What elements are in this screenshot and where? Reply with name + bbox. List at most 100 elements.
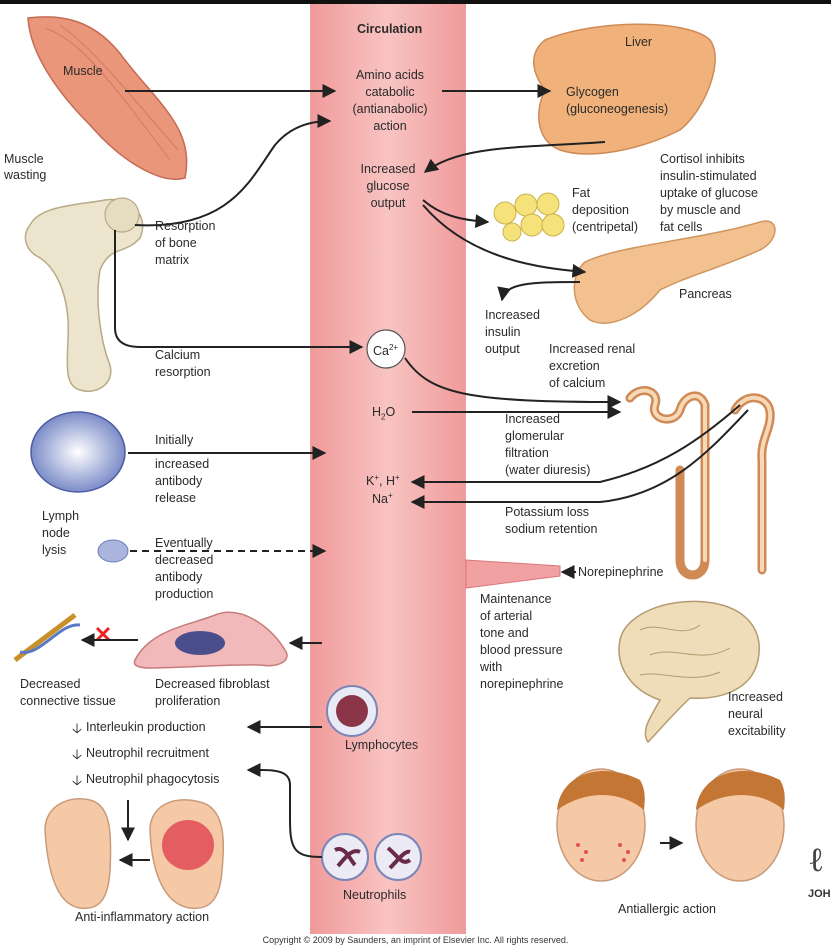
arrow-kidney-to-kh bbox=[410, 404, 741, 489]
liver-label: Liver bbox=[625, 35, 653, 49]
artist-initials: JOH bbox=[808, 888, 831, 900]
connective-tissue-illustration bbox=[13, 612, 81, 663]
arrow-glucose-to-fat bbox=[422, 199, 490, 229]
eventually-label-1: Eventually bbox=[155, 536, 213, 550]
arrow-bone-to-amino bbox=[134, 114, 332, 227]
artist-signature-icon: ℓ bbox=[808, 840, 825, 880]
fat-label-2: deposition bbox=[572, 203, 629, 217]
glomerular-label-2: glomerular bbox=[505, 429, 565, 443]
calcium-resorption-label-2: resorption bbox=[155, 365, 211, 379]
calcium-resorption-label-1: Calcium bbox=[155, 348, 201, 362]
nephron-illustration bbox=[625, 386, 775, 580]
arrow-glucose-to-pancreas bbox=[422, 204, 587, 278]
arrow-calcium-to-kidney bbox=[404, 357, 622, 409]
renal-label-1: Increased renal bbox=[549, 342, 636, 356]
neural-label-2: neural bbox=[728, 707, 763, 721]
glucose-label-2: glucose bbox=[366, 179, 410, 193]
fibroblast-label-1: Decreased fibroblast bbox=[155, 677, 270, 691]
fat-label-3: (centripetal) bbox=[572, 220, 638, 234]
lymph-label-2: node bbox=[42, 526, 70, 540]
finger-inflamed-illustration bbox=[149, 799, 225, 910]
renal-label-2: excretion bbox=[549, 359, 600, 373]
artery-branch bbox=[465, 559, 561, 589]
eventually-label-3: antibody bbox=[155, 570, 203, 584]
neutrophil-recruitment-label: Neutrophil recruitment bbox=[86, 746, 209, 760]
finger-normal-illustration bbox=[44, 798, 112, 910]
glomerular-label-1: Increased bbox=[505, 412, 560, 426]
neural-label-1: Increased bbox=[728, 690, 783, 704]
sodium-label: Na+ bbox=[372, 490, 393, 506]
eventually-label-4: production bbox=[155, 587, 214, 601]
neural-label-3: excitability bbox=[728, 724, 786, 738]
insulin-label-1: Increased bbox=[485, 308, 540, 322]
glycogen-label-1: Glycogen bbox=[566, 85, 619, 99]
cortisol-label-4: by muscle and bbox=[660, 203, 741, 217]
renal-label-3: of calcium bbox=[549, 376, 606, 390]
lymphocytes-label: Lymphocytes bbox=[345, 738, 419, 752]
glucose-label-1: Increased bbox=[360, 162, 416, 176]
potassium-hydrogen-label: K+, H+ bbox=[366, 472, 400, 488]
decrease-arrow-icon: 🡣 bbox=[72, 746, 83, 762]
bone-illustration bbox=[24, 197, 144, 392]
pancreas-illustration bbox=[573, 220, 776, 324]
insulin-label-2: insulin bbox=[485, 325, 521, 339]
muscle-wasting-label-1: Muscle bbox=[4, 152, 44, 166]
inhibition-x-icon bbox=[95, 626, 111, 642]
lymph-node-illustration bbox=[30, 411, 126, 493]
top-border bbox=[0, 0, 831, 4]
initially-label-1: Initially bbox=[155, 433, 194, 447]
glycogen-label-2: (gluconeogenesis) bbox=[566, 102, 669, 116]
amino-label-3: (antianabolic) bbox=[352, 102, 428, 116]
arrow-pancreas-to-insulin bbox=[497, 281, 581, 302]
connective-label-2: connective tissue bbox=[20, 694, 116, 708]
cortisol-label-1: Cortisol inhibits bbox=[660, 152, 745, 166]
maintenance-label-6: norepinephrine bbox=[480, 677, 564, 691]
arrow-neutrophils-to-phagocytosis bbox=[246, 763, 323, 858]
maintenance-label-1: Maintenance bbox=[480, 592, 552, 606]
eventually-label-2: decreased bbox=[155, 553, 214, 567]
diagram-canvas bbox=[13, 4, 785, 934]
glomerular-label-3: filtration bbox=[505, 446, 549, 460]
brain-illustration bbox=[618, 600, 760, 744]
initially-label-3: antibody bbox=[155, 474, 203, 488]
nephron-inner bbox=[628, 388, 773, 572]
circulation-band bbox=[310, 4, 466, 934]
small-lymph-node bbox=[97, 539, 129, 563]
fat-cells-illustration bbox=[493, 192, 565, 242]
bone-resorption-label-3: matrix bbox=[155, 253, 190, 267]
pancreas-label: Pancreas bbox=[679, 287, 732, 301]
decrease-arrow-icon: 🡣 bbox=[72, 720, 83, 736]
muscle-wasting-label-2: wasting bbox=[4, 168, 47, 182]
potassium-loss-label-2: sodium retention bbox=[505, 522, 598, 536]
glucose-label-3: output bbox=[370, 196, 406, 210]
lymph-label-3: lysis bbox=[42, 543, 67, 557]
decrease-arrow-icon: 🡣 bbox=[72, 772, 83, 788]
interleukin-label: Interleukin production bbox=[86, 720, 206, 734]
circulation-title: Circulation bbox=[357, 22, 423, 36]
fibroblast-illustration bbox=[133, 611, 288, 669]
maintenance-label-3: tone and bbox=[480, 626, 529, 640]
neutrophils-label: Neutrophils bbox=[343, 888, 407, 902]
glomerular-label-4: (water diuresis) bbox=[505, 463, 591, 477]
fat-label-1: Fat bbox=[572, 186, 591, 200]
maintenance-label-5: with bbox=[480, 660, 503, 674]
flow-arrows bbox=[80, 84, 749, 867]
amino-label-1: Amino acids bbox=[355, 68, 425, 82]
anti-inflammatory-label: Anti-inflammatory action bbox=[75, 910, 210, 924]
cortisol-label-3: uptake of glucose bbox=[660, 186, 758, 200]
arrow-bone-to-calcium bbox=[114, 230, 364, 354]
norepinephrine-label: Norepinephrine bbox=[578, 565, 664, 579]
amino-label-2: catabolic bbox=[365, 85, 415, 99]
face-allergic-illustration bbox=[556, 768, 646, 882]
face-treated-illustration bbox=[695, 768, 785, 882]
lymphocyte-illustration bbox=[326, 685, 378, 737]
muscle-label: Muscle bbox=[63, 64, 103, 78]
calcium-ion-circle bbox=[366, 329, 406, 369]
insulin-label-3: output bbox=[485, 342, 520, 356]
maintenance-label-4: blood pressure bbox=[480, 643, 563, 657]
arrow-kidney-to-na bbox=[410, 409, 749, 509]
connective-label-1: Decreased bbox=[20, 677, 81, 691]
neutrophil-phagocytosis-label: Neutrophil phagocytosis bbox=[86, 772, 220, 786]
maintenance-label-2: of arterial bbox=[480, 609, 533, 623]
cortisol-label-2: insulin-stimulated bbox=[660, 169, 757, 183]
